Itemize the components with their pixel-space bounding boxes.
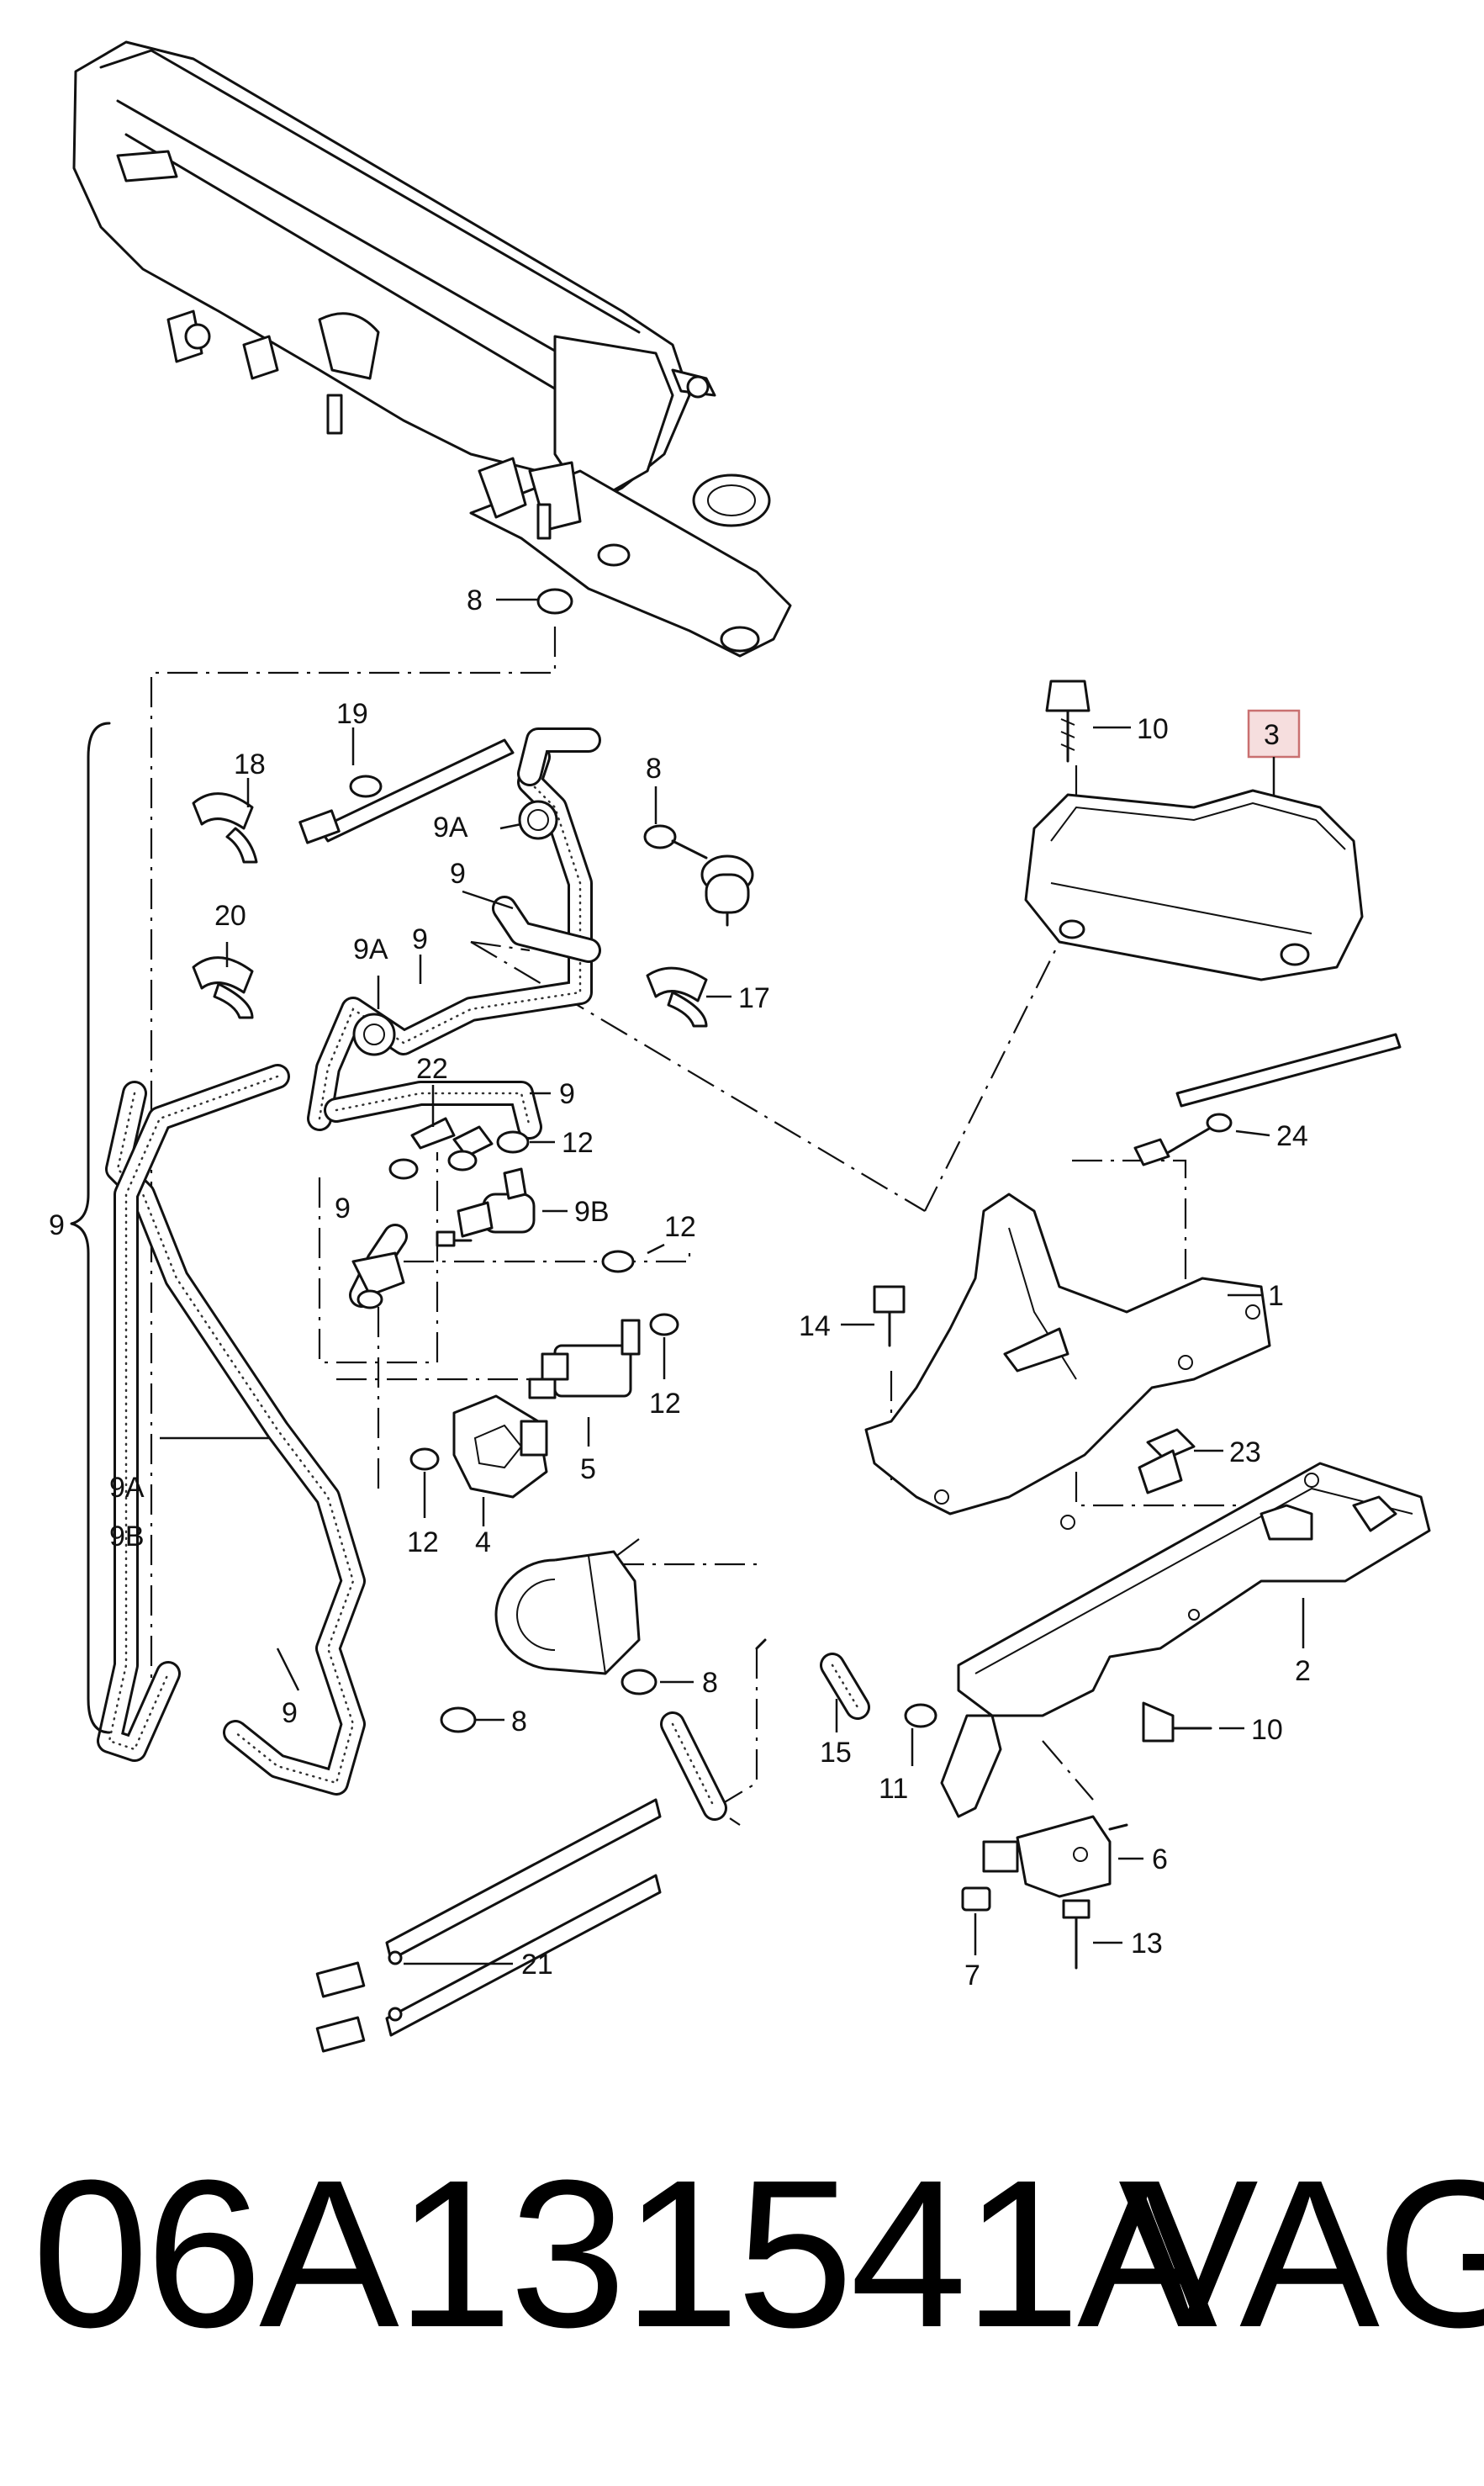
label-24: 24: [1276, 1120, 1308, 1152]
small-parts: [192, 588, 937, 1733]
housing-3: [1024, 789, 1364, 981]
label-9-b: 9: [412, 923, 428, 955]
clip-23: [1138, 1428, 1196, 1494]
label-12-c: 12: [649, 1388, 681, 1420]
label-11: 11: [879, 1773, 908, 1805]
label-5: 5: [580, 1453, 596, 1485]
label-17: 17: [738, 982, 770, 1014]
label-8-valve: 8: [646, 753, 662, 785]
label-9A-left: 9A: [109, 1472, 145, 1504]
label-9-c: 9: [559, 1078, 575, 1110]
label-18: 18: [234, 748, 266, 780]
label-21: 21: [521, 1949, 553, 1981]
label-1: 1: [1268, 1280, 1284, 1312]
label-9A-top: 9A: [433, 812, 468, 844]
label-10-bottom: 10: [1251, 1714, 1283, 1746]
label-14: 14: [799, 1310, 831, 1342]
label-9B-valve: 9B: [574, 1196, 610, 1228]
label-22: 22: [416, 1053, 448, 1085]
label-6: 6: [1152, 1843, 1168, 1875]
label-9-a: 9: [450, 858, 466, 890]
label-23: 23: [1229, 1436, 1261, 1468]
label-8-clamp: 8: [511, 1706, 527, 1738]
label-12-d: 12: [407, 1526, 439, 1558]
label-12-a: 12: [562, 1127, 594, 1159]
bracket-1: [864, 1193, 1271, 1530]
label-7: 7: [964, 1960, 980, 1991]
part-number: 06A131541A: [32, 2136, 1217, 2371]
tie-straps-21: [315, 1798, 662, 2053]
parts-diagram: 8 19 18 9A 8 10 3 9 20 9A 9 17 22 9 12 9…: [49, 40, 1431, 2053]
label-9A-mid: 9A: [353, 934, 388, 965]
label-2: 2: [1295, 1655, 1311, 1687]
hose-assembly: [97, 727, 870, 1821]
label-13: 13: [1131, 1928, 1163, 1960]
label-20: 20: [214, 900, 246, 932]
bracket-2: [940, 1462, 1431, 1818]
label-10-top: 10: [1137, 713, 1169, 745]
intake-manifold: [72, 40, 792, 658]
label-9-bracket: 9: [49, 1209, 65, 1241]
label-9-lower: 9: [282, 1697, 298, 1729]
highlight-box: [1247, 709, 1301, 759]
label-15: 15: [820, 1737, 852, 1769]
callout-labels: 8 19 18 9A 8 10 3 9 20 9A 9 17 22 9 12 9…: [49, 584, 1311, 1991]
valve-6: [961, 1815, 1128, 1912]
leader-lines: [160, 598, 1305, 1965]
label-12-b: 12: [664, 1211, 696, 1243]
label-9B-left: 9B: [109, 1521, 145, 1552]
label-9-d: 9: [335, 1193, 351, 1224]
label-8-canister: 8: [702, 1667, 718, 1699]
group-brace: [70, 722, 111, 1734]
label-19: 19: [336, 698, 368, 730]
label-4: 4: [475, 1526, 491, 1558]
label-3: 3: [1264, 719, 1280, 751]
tie-24: [1133, 1033, 1402, 1166]
brand-name: VAG: [1118, 2136, 1484, 2371]
bolts: [873, 680, 1212, 1970]
label-8-top: 8: [467, 584, 483, 616]
